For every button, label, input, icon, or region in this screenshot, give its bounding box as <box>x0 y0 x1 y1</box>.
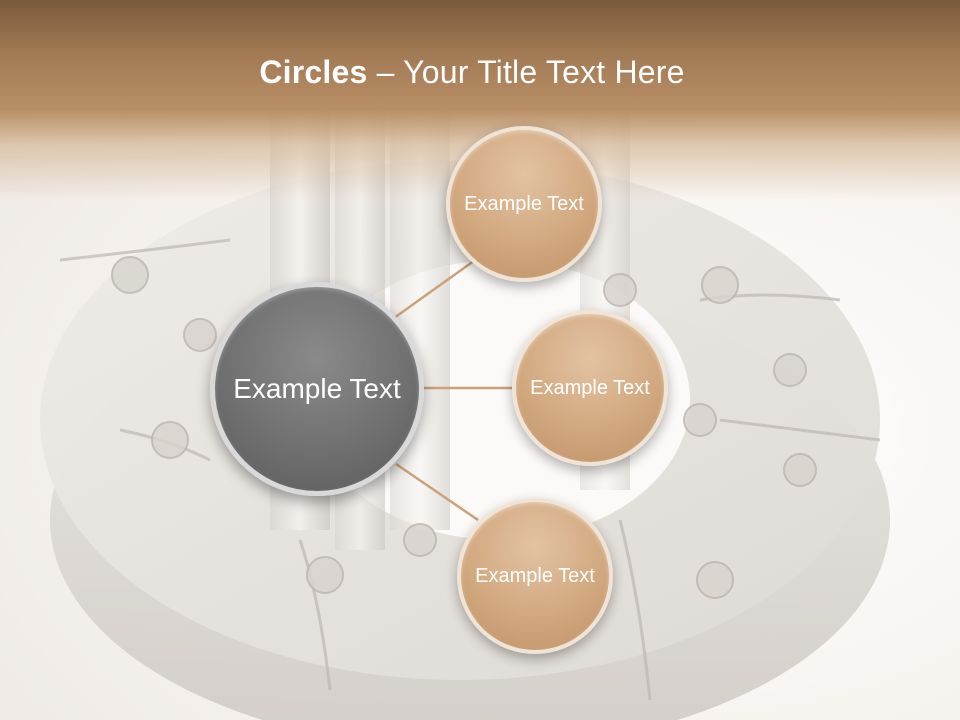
satellite-circle-top[interactable]: Example Text <box>446 126 602 282</box>
center-circle-label: Example Text <box>233 372 401 404</box>
satellite-circle-bottom[interactable]: Example Text <box>457 498 613 654</box>
title-separator: – <box>367 54 404 90</box>
center-circle[interactable]: Example Text <box>210 282 424 496</box>
satellite-circle-label: Example Text <box>464 193 584 215</box>
satellite-circle-label: Example Text <box>530 377 650 399</box>
title-bold-word: Circles <box>259 54 368 90</box>
title-text: Your Title Text Here <box>403 54 685 90</box>
connector-line-bottom <box>395 462 479 522</box>
satellite-circle-middle[interactable]: Example Text <box>512 310 668 466</box>
slide-title: Circles – Your Title Text Here <box>0 54 944 91</box>
connector-line-top <box>393 256 479 320</box>
satellite-circle-label: Example Text <box>475 565 595 587</box>
